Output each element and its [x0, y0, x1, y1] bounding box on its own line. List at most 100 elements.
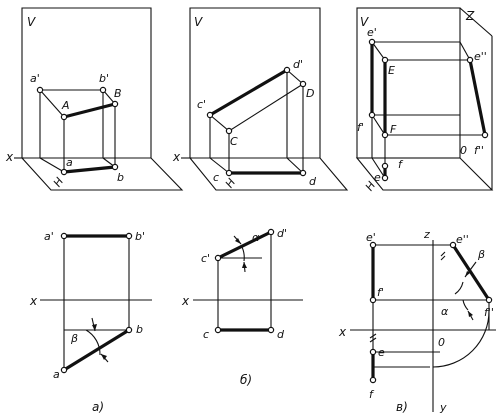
panel-a-point-b	[111, 163, 119, 171]
panel-a-caption: а)	[92, 400, 104, 414]
panel-a-label-x: x	[5, 150, 14, 164]
panel-c-label-z: Z	[465, 9, 475, 23]
panel-a-label-a: a	[66, 156, 73, 169]
panel-a-segment-ab	[62, 165, 117, 174]
panel-a-h-plane	[20, 157, 184, 191]
panel-a-ortho-label-a-prime: a'	[44, 230, 54, 243]
panel-b-projector-d-prime-D	[286, 69, 304, 85]
panel-b-label-x: x	[172, 150, 181, 164]
panel-b-label-d-prime: d'	[293, 58, 303, 71]
panel-b-ortho-label-x: x	[181, 294, 190, 308]
panel-b-pictorial: V x c' d' C D c d H	[172, 7, 349, 191]
panel-a-ortho-point-b	[125, 326, 133, 334]
panel-c-ortho-label-f-prime: f'	[377, 286, 384, 299]
panel-b-ortho-label-d: d	[277, 328, 285, 341]
panel-b-v-plane	[189, 7, 321, 158]
panel-b-ortho-label-c-prime: c'	[201, 252, 210, 265]
panel-a-pictorial: V x a' b' A B a b H	[5, 7, 184, 191]
panel-a-point-a	[60, 168, 68, 176]
panel-a-ortho-label-a: a	[53, 368, 60, 381]
panel-c-point-e-prime	[368, 38, 376, 46]
panel-c-ortho-label-e-prime: e'	[366, 231, 376, 244]
panel-c-ortho-tick-2	[440, 255, 446, 261]
panel-b-label-v: V	[194, 15, 203, 29]
panel-c-ortho-label-alpha: α	[441, 305, 449, 318]
panel-c-ortho-point-e-prime	[369, 241, 377, 249]
panel-a-label-h: H	[51, 175, 66, 189]
panel-b-ortho-label-c: c	[203, 328, 209, 341]
panel-b-label-h: H	[223, 176, 238, 190]
panel-c-ortho-point-f-dprime	[485, 296, 493, 304]
panel-a-point-a-prime	[36, 86, 44, 94]
panel-c-ortho-alpha-arrowhead	[468, 311, 473, 317]
panel-a-ortho-label-b: b	[136, 323, 143, 336]
panel-c-label-e: e	[374, 171, 381, 184]
panel-b-h-plane	[188, 157, 349, 191]
panel-b-projector-axis-d	[286, 157, 304, 174]
panel-a-label-b-prime: b'	[99, 72, 109, 85]
panel-c-ortho-beta-arc	[454, 281, 464, 295]
panel-b-ortho-label-d-prime: d'	[277, 227, 287, 240]
panel-c-ortho-tick-4	[369, 337, 377, 343]
panel-c-ortho-label-e: e	[378, 346, 385, 359]
panel-c-ortho-beta-arrowhead	[465, 271, 470, 277]
panel-c-ortho-label-e-dprime: e''	[456, 233, 469, 246]
panel-a-ortho-beta-arc	[85, 329, 101, 356]
panel-c-point-f-dprime	[481, 131, 489, 139]
panel-c-point-e	[381, 174, 389, 182]
panel-a-point-A	[60, 113, 68, 121]
panel-c-ortho-label-y: y	[439, 401, 447, 414]
panel-c-label-E: E	[388, 64, 395, 77]
panel-a-label-A: A	[61, 99, 70, 112]
panel-a-ortho-segment-ab	[62, 328, 131, 372]
panel-c-point-F	[381, 131, 389, 139]
panel-c-point-e-dprime	[466, 56, 474, 64]
panel-c-ortho-label-f-dprime: f''	[484, 306, 494, 319]
panel-a-label-B: B	[114, 87, 122, 100]
panel-c-label-F: F	[390, 123, 397, 136]
panel-b-point-d	[299, 169, 307, 177]
panel-c-ortho-point-f	[369, 376, 377, 384]
panel-c-ortho-label-beta: β	[477, 248, 485, 261]
panel-b-ortho-point-d	[267, 326, 275, 334]
panel-b-point-D	[299, 80, 307, 88]
panel-a-label-a-prime: a'	[30, 72, 40, 85]
panel-b-segment-CD	[228, 83, 304, 132]
panel-a-projector-a-prime-A	[39, 89, 65, 118]
panel-b-ortho-point-c-prime	[214, 254, 222, 262]
panel-b-label-D: D	[306, 87, 314, 100]
panel-b-ortho-segment-c-prime-d-prime	[216, 230, 273, 260]
panel-b-label-d: d	[309, 175, 317, 188]
panel-c-ortho-point-e-dprime	[449, 241, 457, 249]
panel-c-label-e-dprime: e''	[474, 50, 487, 63]
panel-c-projector-f-prime-F	[371, 114, 386, 136]
panel-c-projector-e-dprime	[459, 41, 471, 61]
panel-a-point-B	[111, 100, 119, 108]
panel-c-ortho-transfer-arc	[432, 310, 490, 368]
panel-a-ortho-label-b-prime: b'	[135, 230, 145, 243]
panel-a-ortho-label-beta: β	[70, 332, 78, 345]
panel-a-projector-axis-a	[39, 157, 65, 173]
panel-c-orthographic: z e' e'' β f' α f'' x e 0 f y в)	[338, 228, 496, 414]
panel-a-ortho-point-a-prime	[60, 232, 68, 240]
panel-c-ortho-tick-1	[440, 251, 446, 257]
panel-a-ortho-point-b-prime	[125, 232, 133, 240]
panel-a-label-b: b	[117, 171, 124, 184]
panel-c-label-e-prime: e'	[367, 26, 377, 39]
panel-b-ortho-label-alpha: α	[252, 231, 260, 244]
panel-a-ortho-beta-arrowhead-bottom	[101, 354, 107, 360]
panel-b-ortho-alpha-arrowhead-bottom	[242, 262, 247, 268]
panel-a-v-plane	[21, 7, 152, 158]
panel-b-point-d-prime	[283, 66, 291, 74]
panel-c-ortho-point-e	[369, 348, 377, 356]
panel-b-orthographic: c' d' α x c d б)	[181, 227, 303, 387]
panel-c-label-v: V	[360, 15, 369, 29]
panel-c-caption: в)	[396, 400, 408, 414]
panel-b-projector-axis-c	[209, 157, 230, 174]
panel-a-ortho-beta-arrowhead-top	[92, 324, 97, 331]
panel-b-segment-c-prime-d-prime	[208, 68, 289, 117]
panel-c-ortho-label-z: z	[423, 228, 430, 241]
panel-c-label-o: 0	[460, 144, 467, 157]
panel-b-point-C	[225, 127, 233, 135]
panel-b-ortho-alpha-arrowhead-top	[235, 238, 241, 244]
